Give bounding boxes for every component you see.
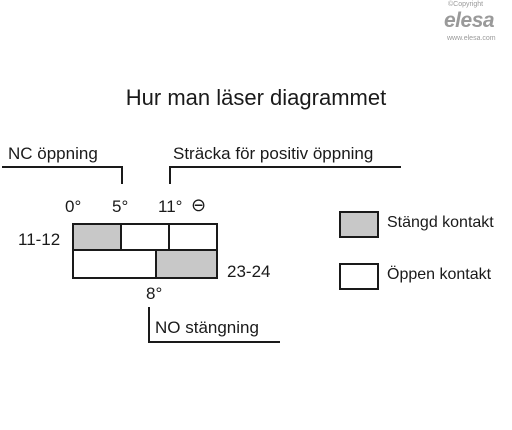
- legend-open-swatch: [339, 263, 379, 290]
- nc-opening-bracket-line: [2, 166, 123, 168]
- legend-open-label: Öppen kontakt: [387, 266, 492, 283]
- angle-11-label: 11°: [158, 197, 183, 216]
- row2-closed-segment: [155, 249, 218, 279]
- angle-5-label: 5°: [112, 197, 129, 216]
- elesa-logo: elesa: [444, 9, 495, 32]
- nc-opening-label: NC öppning: [8, 144, 98, 163]
- legend-closed-label: Stängd kontakt: [387, 214, 494, 231]
- copyright-text: ©Copyright: [448, 1, 484, 8]
- legend-closed-swatch: [339, 211, 379, 238]
- positive-opening-label: Sträcka för positiv öppning: [173, 144, 374, 163]
- row1-open-segment: [120, 223, 170, 251]
- row1-closed-segment: [72, 223, 122, 251]
- no-closing-bracket-tick: [148, 307, 150, 343]
- no-closing-bracket-line: [148, 341, 280, 343]
- watermark-url: www.elesa.com: [447, 35, 496, 42]
- contact-11-12-label: 11-12: [18, 230, 61, 249]
- positive-opening-bracket-tick: [169, 166, 171, 184]
- angle-8-label: 8°: [146, 284, 163, 303]
- nc-opening-bracket-tick: [121, 166, 123, 184]
- no-closing-label: NO stängning: [155, 318, 259, 337]
- positive-opening-bracket-line: [169, 166, 401, 168]
- row2-open-segment: [72, 249, 157, 279]
- angle-0-label: 0°: [65, 197, 82, 216]
- contact-23-24-label: 23-24: [227, 262, 271, 281]
- row1-open-segment-2: [168, 223, 218, 251]
- diagram-title: Hur man läser diagrammet: [125, 85, 387, 110]
- positive-opening-icon: ⊖: [191, 195, 207, 215]
